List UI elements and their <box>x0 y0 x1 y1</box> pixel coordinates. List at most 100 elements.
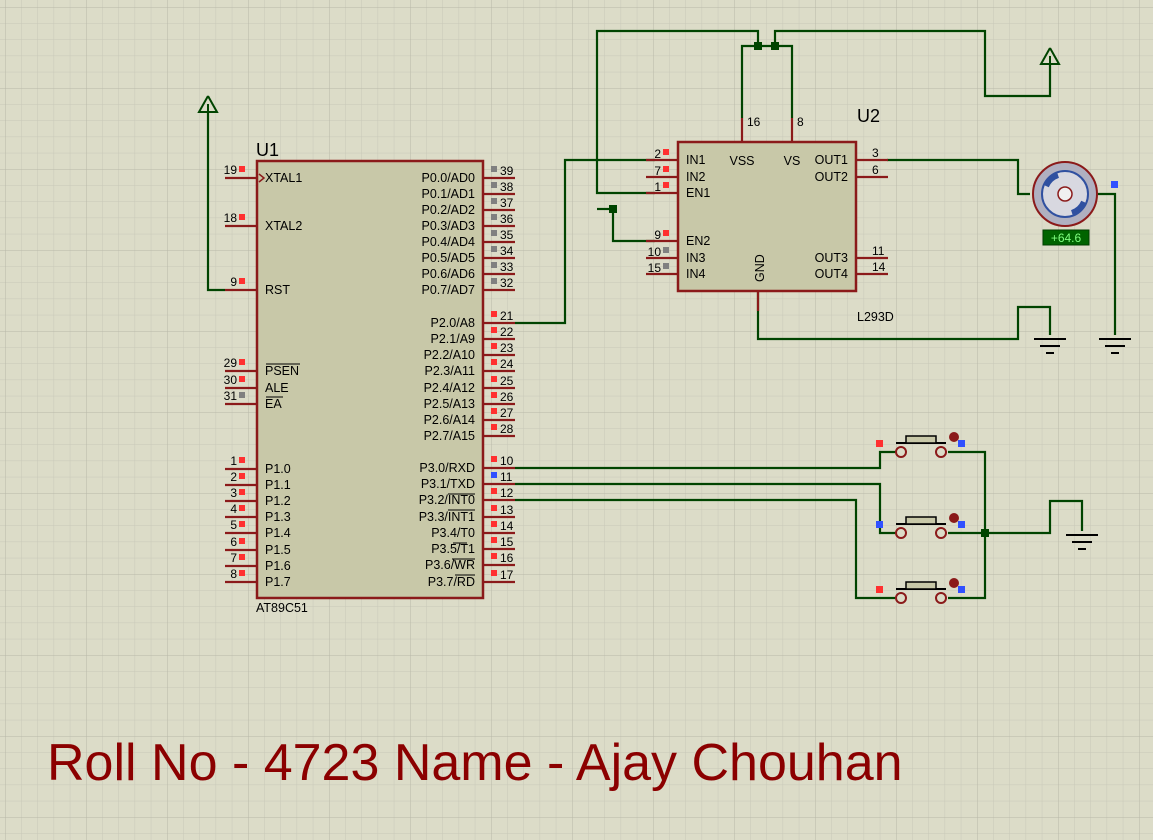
wire-p20-in1[interactable] <box>515 158 655 325</box>
wire-p30-btn1[interactable] <box>515 450 895 470</box>
wire-buttons-common[interactable] <box>948 450 987 600</box>
u1-pin-1[interactable]: 1P1.0 <box>225 454 291 476</box>
pin-number: 14 <box>872 260 886 274</box>
motor-speed-meter <box>1042 229 1090 246</box>
ground-terminal-icon[interactable] <box>1066 534 1098 550</box>
wire-en2[interactable] <box>611 209 655 243</box>
push-button-icon[interactable] <box>876 578 965 604</box>
pin-label: P1.3 <box>265 510 291 524</box>
wire-rst-power[interactable] <box>206 112 225 292</box>
pin-label: OUT4 <box>815 267 848 281</box>
ground-terminal-icon[interactable] <box>1034 338 1066 354</box>
u1-at89c51[interactable]: U1 AT89C51 19XTAL118XTAL29RST29PSEN30ALE… <box>224 140 515 615</box>
pin-label: PSEN <box>265 364 299 378</box>
u1-pin-3[interactable]: 3P1.2 <box>225 486 291 508</box>
wires[interactable] <box>206 29 1117 600</box>
wire-buttons-gnd[interactable] <box>985 499 1084 535</box>
pin-label: P3.3/INT1 <box>419 510 475 524</box>
u1-right-pins: 39P0.0/AD038P0.1/AD137P0.2/AD236P0.3/AD3… <box>419 164 515 589</box>
wire-en1-supply[interactable] <box>595 29 760 195</box>
wire-vcc-power[interactable] <box>773 29 1052 98</box>
pin-number: 14 <box>500 519 514 533</box>
ground-terminal-icon[interactable] <box>1099 338 1131 354</box>
pin-number: 16 <box>747 115 761 129</box>
u2-pin-8[interactable]: 8VS <box>784 115 804 168</box>
pin-label: IN1 <box>686 153 706 167</box>
pin-label: XTAL2 <box>265 219 302 233</box>
motor-speed-reading: +64.6 <box>1051 231 1082 245</box>
wire-motor-gnd[interactable] <box>1098 192 1117 335</box>
push-buttons[interactable] <box>876 432 965 604</box>
u1-pin-4[interactable]: 4P1.3 <box>225 502 291 524</box>
dc-motor-icon[interactable] <box>1032 161 1118 227</box>
pin-number: 2 <box>230 470 237 484</box>
u1-pin-8[interactable]: 8P1.7 <box>225 567 291 589</box>
push-button-icon[interactable] <box>876 513 965 539</box>
pin-number: 29 <box>224 356 238 370</box>
pin-number: 32 <box>500 276 514 290</box>
u1-pin-6[interactable]: 6P1.5 <box>225 535 291 557</box>
u1-pin-5[interactable]: 5P1.4 <box>225 518 291 540</box>
wire-out1-motor[interactable] <box>887 158 1030 196</box>
wire-p32-btn3[interactable] <box>515 498 895 600</box>
pin-number: 9 <box>230 275 237 289</box>
u2-body[interactable] <box>676 140 858 293</box>
u1-pin-2[interactable]: 2P1.1 <box>225 470 291 492</box>
pin-label: P2.7/A15 <box>424 429 475 443</box>
u1-pin-7[interactable]: 7P1.6 <box>225 551 291 573</box>
wire-p31-btn2[interactable] <box>515 482 895 535</box>
pin-label: OUT1 <box>815 153 848 167</box>
u1-body[interactable] <box>255 159 485 600</box>
power-terminal-icon[interactable] <box>1039 47 1061 65</box>
pin-number: 7 <box>230 551 237 565</box>
push-button-icon[interactable] <box>876 432 965 458</box>
wire-gnd[interactable] <box>756 292 1052 341</box>
footer-text: Roll No - 4723 Name - Ajay Chouhan <box>47 734 903 792</box>
power-terminal-icon[interactable] <box>197 95 219 113</box>
wire-vss-vs[interactable] <box>740 44 794 118</box>
